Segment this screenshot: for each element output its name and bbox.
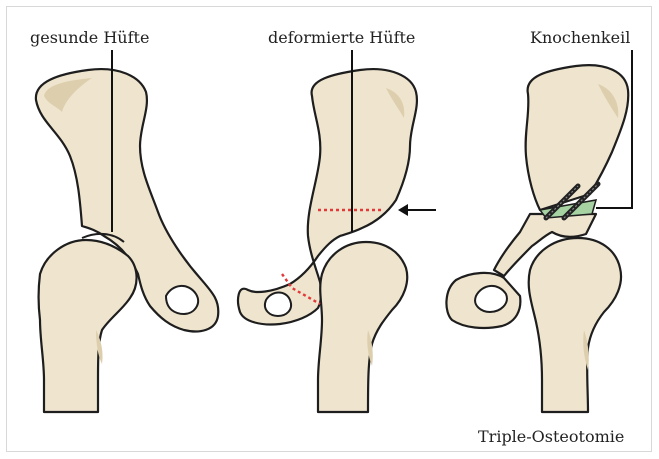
label-healthy-hip: gesunde Hüfte <box>30 28 149 47</box>
label-procedure: Triple-Osteotomie <box>478 427 624 446</box>
deformed-femur <box>318 242 407 412</box>
label-bone-wedge: Knochenkeil <box>530 28 630 47</box>
healthy-femur <box>39 234 137 412</box>
label-deformed-hip: deformierte Hüfte <box>268 28 415 47</box>
osteotomy-femur <box>529 238 621 412</box>
arrow-icon <box>398 204 436 216</box>
